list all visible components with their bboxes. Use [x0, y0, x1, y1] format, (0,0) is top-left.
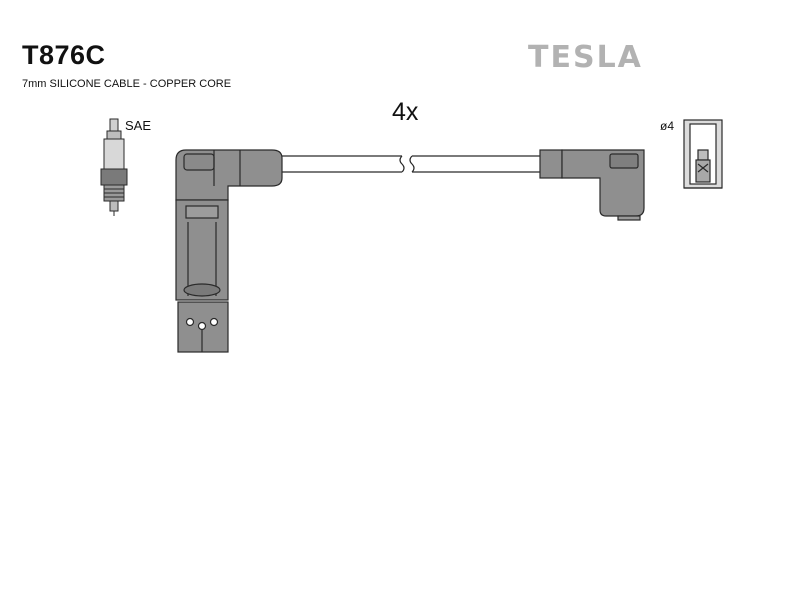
spark-plug-icon — [100, 118, 128, 216]
angled-boot-icon — [539, 149, 645, 221]
spark-plug-standard-label: SAE — [125, 118, 152, 133]
cable-icon — [282, 155, 540, 173]
terminal-diameter-label: ø4 — [660, 119, 675, 133]
quantity-label: 4x — [392, 98, 419, 126]
terminal-icon — [683, 119, 723, 189]
cable-description: 7mm SILICONE CABLE - COPPER CORE — [22, 78, 232, 90]
part-number-title: T876C — [22, 40, 106, 70]
straight-boot-icon — [175, 149, 283, 353]
brand-logo: TESLA — [528, 40, 643, 75]
